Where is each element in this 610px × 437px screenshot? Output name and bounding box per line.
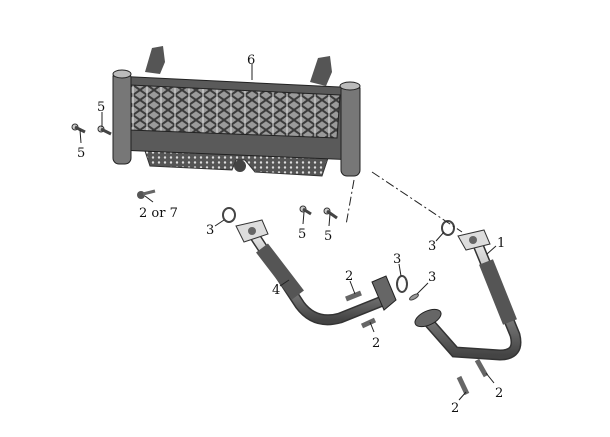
bolt-2-d — [456, 375, 470, 396]
bolt-2-b — [360, 317, 377, 329]
o-ring-3-small — [409, 293, 419, 301]
callout-1: 1 — [497, 236, 505, 251]
oil-pipe-1 — [414, 229, 522, 361]
callout-3: 3 — [393, 252, 401, 267]
bolt-2-a — [345, 290, 362, 302]
bolt-5-c — [299, 205, 312, 216]
centerline-2 — [345, 179, 355, 226]
bolt-5-d — [323, 207, 338, 220]
o-ring-3-mid — [396, 275, 408, 293]
callout-3: 3 — [428, 239, 436, 254]
bolt-2or7 — [137, 189, 156, 199]
bolt-5-b — [71, 123, 86, 134]
callout-5: 5 — [324, 229, 332, 244]
callout-3: 3 — [428, 270, 436, 285]
callout-5: 5 — [298, 227, 306, 242]
o-ring-3-left — [222, 207, 236, 223]
callout-5: 5 — [77, 146, 85, 161]
callout-3: 3 — [206, 223, 214, 238]
centerline-1 — [371, 171, 463, 233]
callout-2: 2 — [495, 386, 503, 401]
bolt-2-c — [474, 358, 489, 378]
callout-2: 2 — [372, 336, 380, 351]
oil-cooler — [112, 46, 361, 177]
callout-4: 4 — [272, 283, 280, 298]
callout-2: 2 — [345, 269, 353, 284]
leader-lines — [79, 64, 497, 401]
callout-5: 5 — [97, 100, 105, 115]
callout-2-or-7: 2 or 7 — [139, 206, 178, 221]
bolt-5-a — [97, 125, 112, 136]
o-ring-3-right — [441, 220, 455, 236]
oil-pipe-4 — [235, 219, 397, 326]
callout-2: 2 — [451, 401, 459, 416]
callout-6: 6 — [247, 53, 255, 68]
